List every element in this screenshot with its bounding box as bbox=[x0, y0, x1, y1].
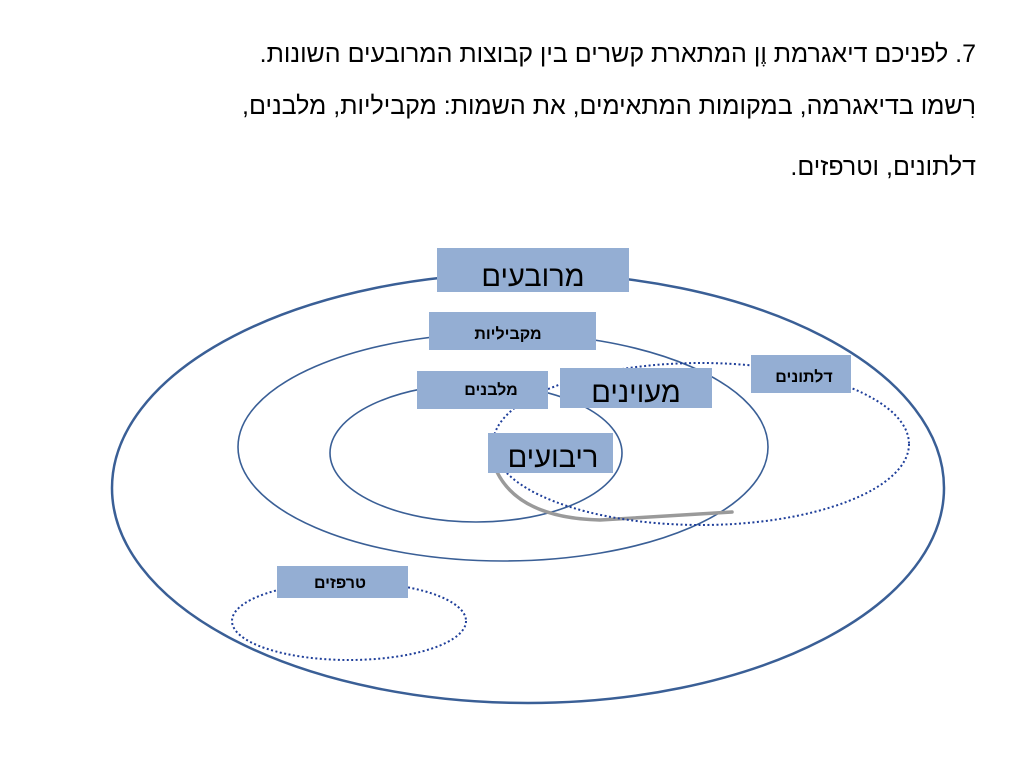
label-parallelograms-text: מקביליות bbox=[474, 325, 541, 343]
label-rectangles: מלבנים bbox=[417, 371, 548, 409]
ellipse-trapezoids bbox=[231, 581, 467, 661]
label-trapezoids: טרפזים bbox=[277, 566, 408, 598]
question-line-1: 7. לפניכם דיאגרמת וֶן המתארת קשרים בין ק… bbox=[259, 40, 976, 68]
ellipse-kites bbox=[492, 362, 910, 526]
kites-ellipse-shadow bbox=[495, 470, 734, 522]
label-rectangles-text: מלבנים bbox=[464, 381, 517, 399]
label-quadrilaterals: מרובעים bbox=[437, 248, 629, 293]
question-text: 7. לפניכם דיאגרמת וֶן המתארת קשרים בין ק… bbox=[16, 42, 976, 180]
label-quadrilaterals-text: מרובעים bbox=[481, 261, 584, 293]
label-trapezoids-text: טרפזים bbox=[314, 575, 366, 592]
question-line-2: רִשמו בדיאגרמה, במקומות המתאימים, את השמ… bbox=[242, 92, 976, 120]
label-squares: ריבועים bbox=[488, 433, 613, 474]
label-rhombuses: מעוינים bbox=[560, 368, 712, 409]
label-squares-text: ריבועים bbox=[508, 442, 599, 474]
question-line-3: דלתונים, וטרפזים. bbox=[790, 153, 976, 181]
label-rhombuses-text: מעוינים bbox=[591, 377, 681, 409]
label-parallelograms: מקביליות bbox=[429, 312, 596, 350]
label-kites-text: דלתונים bbox=[775, 368, 832, 386]
label-kites: דלתונים bbox=[751, 355, 851, 393]
